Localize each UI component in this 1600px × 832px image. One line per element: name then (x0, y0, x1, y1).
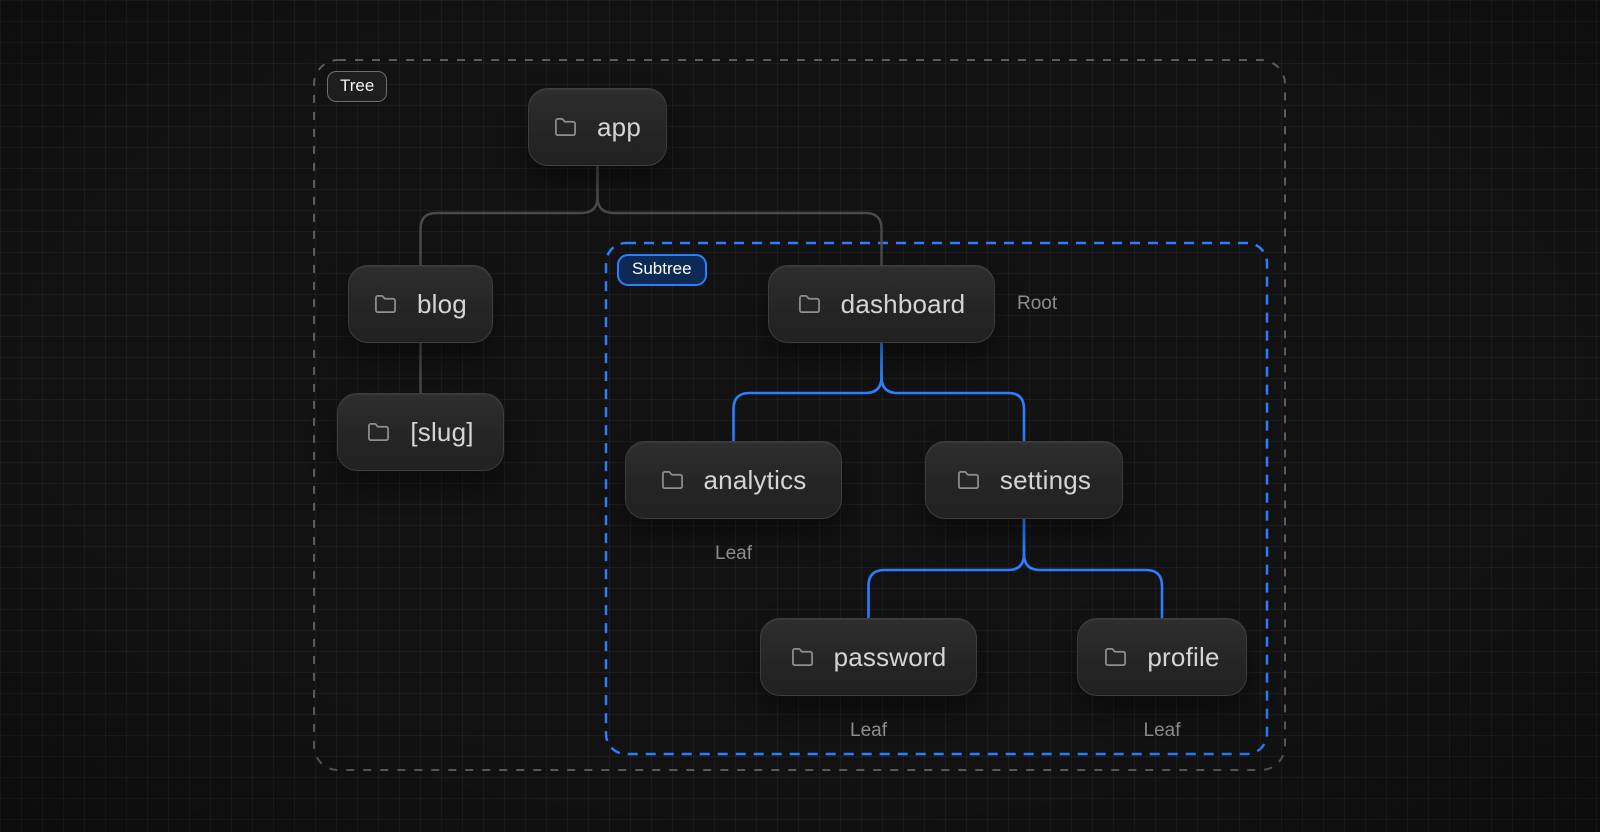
folder-icon (957, 469, 980, 492)
node-label: settings (999, 464, 1092, 495)
node-blog: blog (348, 265, 493, 343)
folder-icon (374, 293, 397, 316)
folder-icon (367, 421, 390, 444)
node-password: password (760, 618, 977, 696)
subtree-badge: Subtree (617, 254, 707, 286)
edge-settings-to-password (867, 519, 1026, 618)
folder-icon (791, 646, 814, 669)
node-analytics: analytics (625, 441, 842, 519)
edge-app-to-dashboard (596, 166, 883, 265)
tree-badge: Tree (327, 71, 388, 102)
node-label: [slug] (410, 416, 474, 447)
edge-dashboard-to-analytics (732, 343, 883, 441)
node-dashboard: dashboard (768, 265, 995, 343)
annotation-leaf-password: Leaf (850, 720, 887, 741)
edge-app-to-blog (419, 166, 599, 265)
folder-icon (661, 469, 684, 492)
node-slug: [slug] (337, 393, 504, 471)
node-label: profile (1147, 641, 1220, 672)
edge-dashboard-to-settings (880, 343, 1026, 441)
folder-icon (554, 116, 577, 139)
node-label: dashboard (840, 288, 966, 319)
annotation-root-dashboard: Root (1017, 293, 1058, 314)
node-app: app (528, 88, 667, 166)
node-label: password (833, 641, 947, 672)
node-profile: profile (1077, 618, 1247, 696)
folder-icon (798, 293, 821, 316)
node-settings: settings (925, 441, 1123, 519)
folder-icon (1104, 646, 1127, 669)
annotation-leaf-profile: Leaf (1143, 720, 1181, 741)
node-label: blog (417, 288, 467, 319)
annotation-leaf-analytics: Leaf (715, 543, 752, 564)
edge-settings-to-profile (1022, 519, 1164, 618)
node-label: analytics (703, 464, 807, 495)
node-label: app (597, 111, 641, 142)
